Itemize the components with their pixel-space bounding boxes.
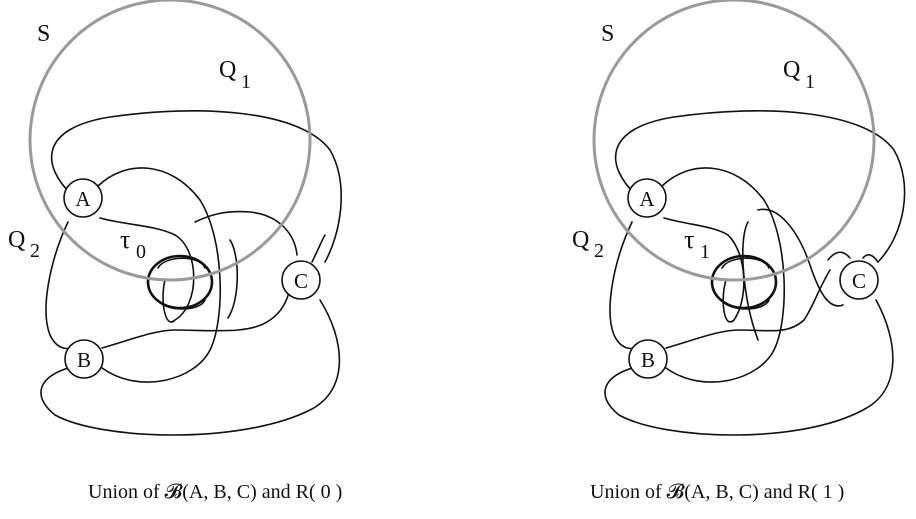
bottom-loop-strand bbox=[604, 299, 894, 436]
tangle-diagram-r0: A B C S Q 1 Q 2 τ 0 bbox=[8, 0, 342, 436]
left-outer-strand bbox=[609, 221, 647, 350]
q1-label: Q bbox=[219, 57, 236, 83]
bottom-loop-strand bbox=[40, 299, 341, 436]
node-c-circle bbox=[839, 260, 879, 300]
tangle-ring bbox=[710, 254, 778, 310]
inner-crossing-strand bbox=[227, 239, 239, 319]
c-lower-strand bbox=[311, 234, 326, 263]
q2-label: Q bbox=[572, 227, 589, 253]
twist-strand-2 bbox=[742, 221, 759, 341]
node-c-label: C bbox=[294, 269, 308, 293]
node-b-label: B bbox=[641, 348, 655, 372]
top-loop-strand bbox=[50, 110, 342, 263]
node-a-label: A bbox=[75, 187, 91, 211]
a-inner-strand-1 bbox=[661, 167, 786, 383]
c-upper-link bbox=[862, 253, 879, 263]
node-b-circle bbox=[628, 339, 668, 379]
node-b-label: B bbox=[77, 348, 91, 372]
a-inner-strand-1 bbox=[97, 167, 222, 383]
node-b-circle bbox=[64, 339, 104, 379]
q1-label: Q bbox=[783, 57, 800, 83]
b-inner-strand bbox=[665, 269, 831, 349]
node-c-circle bbox=[281, 260, 321, 300]
diagram-r1: A B C S Q 1 Q 2 τ 1 Union of 𝓑(A, B, C) … bbox=[458, 0, 916, 519]
b-inner-strand bbox=[101, 289, 291, 349]
tangle-ring bbox=[146, 254, 214, 310]
q1-subscript: 1 bbox=[241, 71, 251, 93]
top-loop-strand bbox=[614, 110, 906, 263]
c-inner-strand bbox=[194, 210, 298, 256]
q2-subscript: 2 bbox=[30, 240, 40, 262]
caption: Union of 𝓑(A, B, C) and R( 0 ) bbox=[88, 481, 343, 503]
tau-subscript: 1 bbox=[700, 241, 710, 263]
tau-label: τ bbox=[120, 225, 130, 254]
sphere-s bbox=[28, 0, 312, 282]
tau-subscript: 0 bbox=[136, 241, 146, 263]
sphere-label: S bbox=[37, 21, 50, 47]
node-c-label: C bbox=[852, 269, 866, 293]
node-a-circle bbox=[63, 178, 103, 218]
c-loop-strand bbox=[827, 251, 851, 261]
sphere-label: S bbox=[601, 21, 614, 47]
twist-strand-1 bbox=[757, 208, 844, 307]
a-inner-strand-2 bbox=[99, 217, 195, 323]
node-a-label: A bbox=[639, 187, 655, 211]
left-outer-strand bbox=[45, 221, 83, 350]
sphere-s bbox=[592, 0, 876, 282]
diagram-r0: A B C S Q 1 Q 2 τ 0 Union of 𝓑(A, B, C) … bbox=[8, 0, 343, 503]
tangle-diagram-r1: A B C S Q 1 Q 2 τ 1 bbox=[572, 0, 906, 436]
q2-label: Q bbox=[8, 227, 25, 253]
q2-subscript: 2 bbox=[594, 240, 604, 262]
caption: Union of 𝓑(A, B, C) and R( 1 ) bbox=[590, 481, 845, 503]
tau-label: τ bbox=[684, 225, 694, 254]
node-a-circle bbox=[627, 178, 667, 218]
q1-subscript: 1 bbox=[805, 71, 815, 93]
